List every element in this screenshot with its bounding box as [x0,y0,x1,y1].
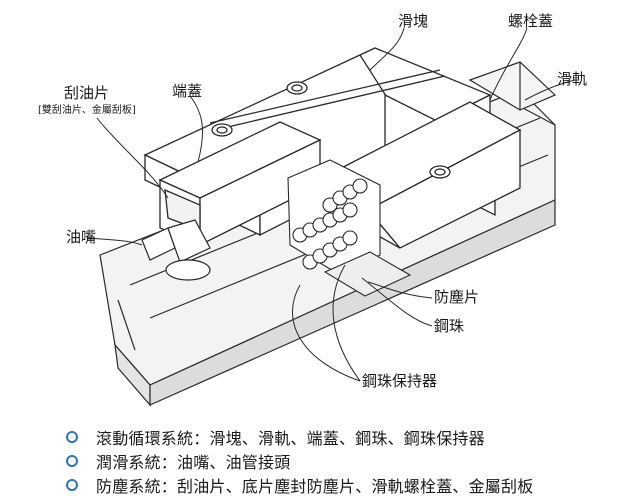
end-cap [158,121,322,247]
grease-nipple [141,219,211,281]
legend-text: 防塵系統：刮油片、底片塵封防塵片、滑軌螺栓蓋、金屬刮板 [96,477,534,496]
legend-item-rolling: 滾動循環系統：滑塊、滑軌、端蓋、鋼珠、鋼珠保持器 [66,426,485,448]
legend-item-dustproof: 防塵系統：刮油片、底片塵封防塵片、滑軌螺栓蓋、金屬刮板 [66,474,533,496]
label-end-cap: 端蓋 [172,82,203,100]
legend-item-lubrication: 潤滑系統：油嘴、油管接頭 [66,450,290,472]
label-ball-retainer: 鋼珠保持器 [362,372,438,390]
label-grease-nipple: 油嘴 [66,228,97,246]
label-dust-seal: 防塵片 [434,288,480,306]
legend-text: 滾動循環系統：滑塊、滑軌、端蓋、鋼珠、鋼珠保持器 [96,429,485,448]
label-steel-ball: 鋼珠 [434,317,465,335]
label-scraper-note: [雙刮油片、金屬刮板] [38,105,136,116]
label-slider-block: 滑塊 [398,12,429,30]
legend-text: 潤滑系統：油嘴、油管接頭 [96,453,291,472]
bullet-icon [66,455,78,467]
leader-lines [87,27,576,382]
label-bolt-cap: 螺栓蓋 [508,12,554,30]
label-rail: 滑軌 [557,70,588,88]
guide-illustration [87,27,576,407]
bullet-icon [66,431,78,443]
ball-cutaway [287,159,412,297]
bullet-icon [66,479,78,491]
label-scraper: 刮油片 [64,84,110,102]
